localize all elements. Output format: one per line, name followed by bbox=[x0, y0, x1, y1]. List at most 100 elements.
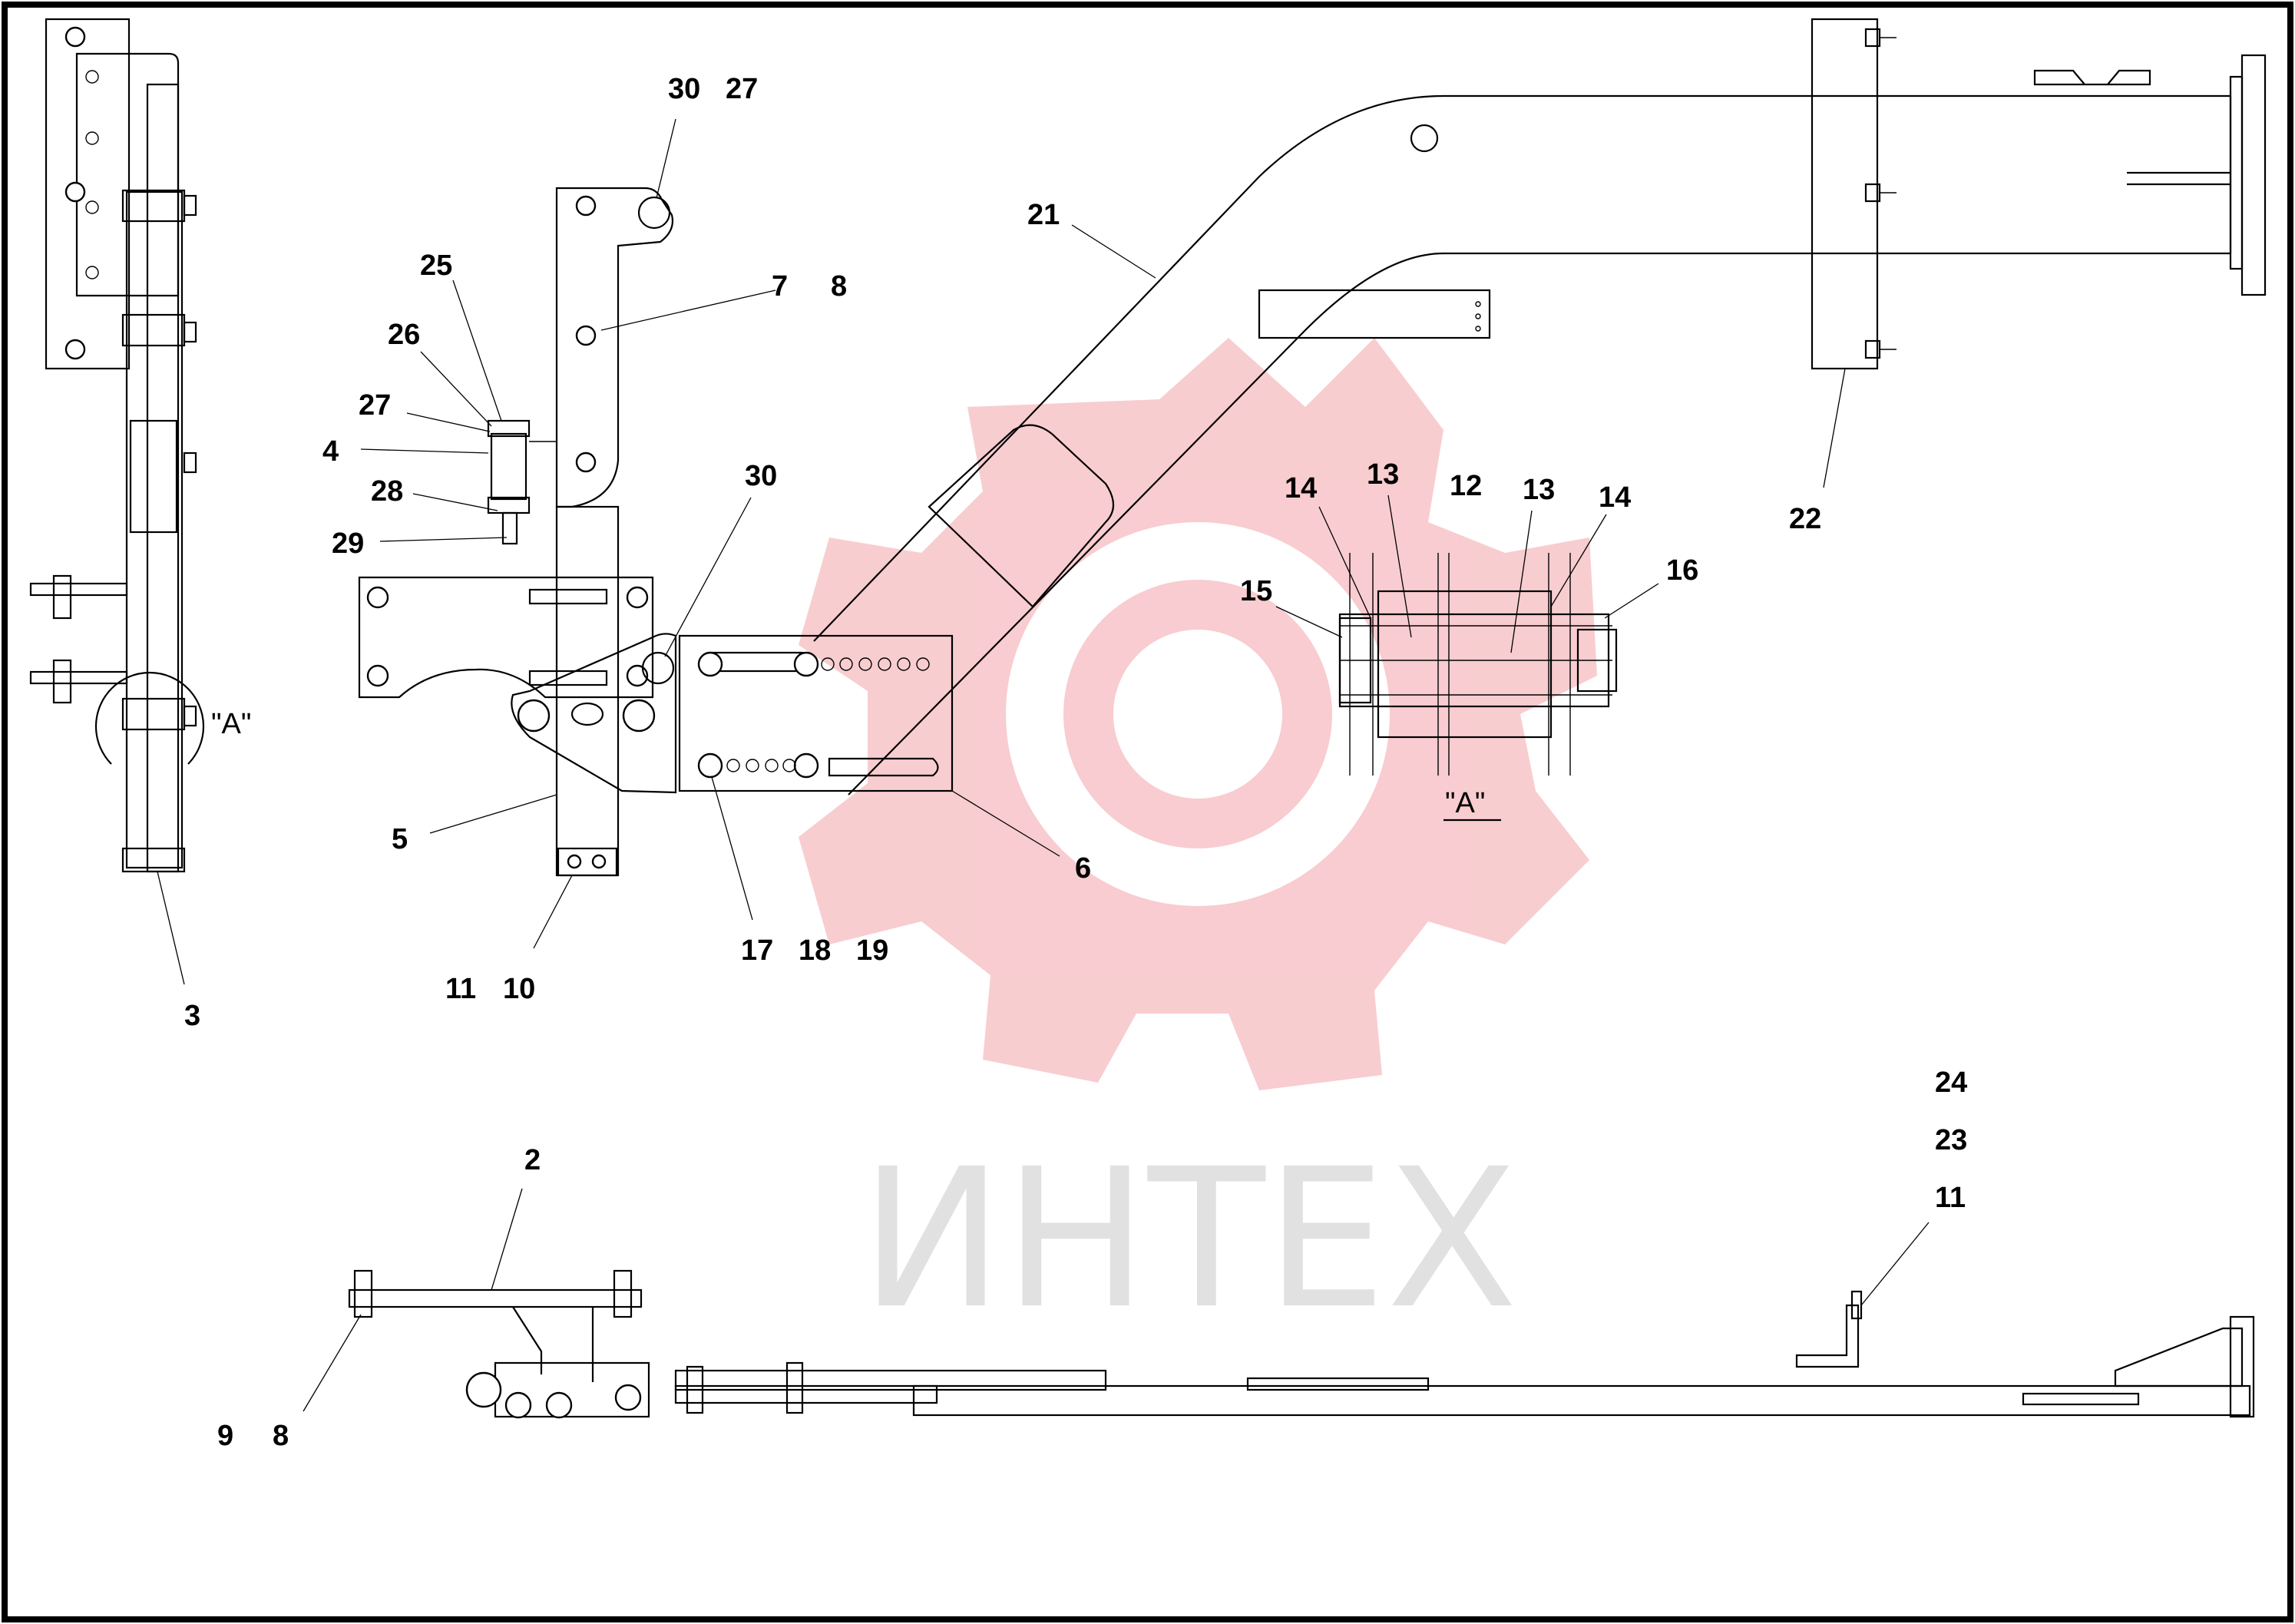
callout-22: 22 bbox=[1789, 503, 1821, 535]
side-block bbox=[129, 419, 178, 534]
callout-14: 14 bbox=[1285, 472, 1317, 504]
side-view-3 bbox=[29, 18, 205, 873]
side-hole bbox=[85, 131, 99, 145]
arm-21 bbox=[813, 54, 2267, 795]
side-clamp bbox=[121, 847, 186, 873]
side-bolt bbox=[64, 339, 86, 360]
callout-14: 14 bbox=[1599, 481, 1631, 514]
side-bolt-stub bbox=[183, 321, 197, 343]
arm-21-plate-rivet bbox=[1475, 313, 1481, 319]
arm-21-outer-edge bbox=[813, 94, 2231, 642]
callout-27: 27 bbox=[726, 73, 758, 105]
cross-plate-bolt bbox=[366, 664, 389, 687]
side-bolt-stub bbox=[183, 705, 197, 727]
callout-7: 7 bbox=[772, 270, 788, 303]
adjust-plate-6-bolt bbox=[697, 752, 723, 779]
adjust-plate-6-slot bbox=[828, 757, 939, 777]
spring-assembly bbox=[487, 419, 557, 545]
side-clamp bbox=[121, 189, 186, 223]
arm-21-plate-rivet bbox=[1475, 301, 1481, 307]
spring-cap bbox=[487, 419, 531, 438]
side-channel bbox=[125, 190, 184, 869]
callout-11: 11 bbox=[1935, 1182, 1966, 1214]
link-plate-nut bbox=[622, 699, 656, 733]
plan-plate-2-bolt bbox=[353, 1269, 373, 1318]
cross-plate-slot bbox=[528, 670, 608, 686]
callout-26: 26 bbox=[388, 319, 420, 351]
plan-hub-nut bbox=[614, 1384, 642, 1411]
callout-12: 12 bbox=[1450, 470, 1482, 502]
callout-2: 2 bbox=[524, 1144, 541, 1176]
plan-hub-nut bbox=[465, 1371, 502, 1408]
link-plate-pin bbox=[641, 651, 675, 685]
section-a-body bbox=[1377, 590, 1553, 739]
arm-21-inner-edge bbox=[848, 252, 2231, 795]
callout-13: 13 bbox=[1367, 458, 1399, 491]
plan-hub-nut bbox=[545, 1391, 573, 1419]
callout-11: 11 bbox=[445, 973, 476, 1005]
link-plate-nut bbox=[517, 699, 551, 733]
side-clamp bbox=[121, 313, 186, 347]
bracket-5-outline bbox=[555, 187, 674, 508]
arm-21-plate bbox=[1258, 289, 1491, 339]
watermark-gear-core bbox=[1113, 630, 1282, 799]
side-plate bbox=[45, 18, 131, 370]
callout-15: 15 bbox=[1240, 575, 1272, 607]
plan-support bbox=[512, 1306, 543, 1374]
section-a-title: "A" bbox=[1445, 787, 1485, 819]
bracket-5-lower-post bbox=[555, 505, 620, 877]
adjust-plate-6-bolt bbox=[793, 752, 819, 779]
callout-30: 30 bbox=[668, 73, 700, 105]
leader-lines bbox=[157, 118, 1930, 1412]
cross-plate-bolt bbox=[366, 586, 389, 609]
plate-22-body bbox=[1811, 18, 1879, 370]
side-shaft bbox=[146, 83, 180, 873]
side-hole bbox=[85, 266, 99, 279]
callout-16: 16 bbox=[1666, 554, 1698, 587]
plan-hook bbox=[1795, 1304, 1860, 1368]
side-arm-head bbox=[52, 659, 72, 704]
plan-rack-bolt bbox=[686, 1365, 704, 1414]
arm-21-end-flange bbox=[2240, 54, 2267, 296]
arm-21-hole bbox=[1410, 124, 1439, 153]
callout-10: 10 bbox=[503, 973, 535, 1005]
plan-plate-2 bbox=[348, 1288, 643, 1308]
callout-6: 6 bbox=[1075, 852, 1091, 885]
bracket-5-bolt bbox=[575, 325, 597, 346]
side-clamp bbox=[121, 697, 186, 731]
callout-28: 28 bbox=[371, 475, 403, 508]
callout-19: 19 bbox=[856, 934, 888, 967]
callout-23: 23 bbox=[1935, 1124, 1967, 1156]
adjust-plate-6-bolt bbox=[793, 651, 819, 677]
bracket-5 bbox=[555, 187, 674, 877]
cross-plate-slot bbox=[528, 588, 608, 605]
side-arm bbox=[29, 670, 128, 685]
callout-13: 13 bbox=[1523, 474, 1555, 506]
spring-rod bbox=[501, 511, 518, 545]
plan-hub-nut bbox=[504, 1391, 532, 1419]
callout-5: 5 bbox=[392, 823, 408, 855]
adjust-plate-6-bolt bbox=[697, 651, 723, 677]
plate-22-bolts bbox=[1864, 28, 1897, 359]
callout-25: 25 bbox=[420, 250, 452, 282]
side-bolt bbox=[64, 181, 86, 203]
bracket-5-foot-bolt bbox=[591, 854, 607, 869]
adjust-plate-6-holes bbox=[726, 657, 930, 772]
arm-21-top-bracket bbox=[2033, 69, 2151, 86]
side-bolt-stub bbox=[183, 451, 197, 474]
watermark-text: ИНТЕХ bbox=[860, 1127, 1518, 1351]
callout-4: 4 bbox=[322, 435, 339, 468]
callout-18: 18 bbox=[799, 934, 831, 967]
plan-end-flange bbox=[2229, 1315, 2255, 1418]
callout-8: 8 bbox=[273, 1420, 289, 1452]
bracket-5-bolt bbox=[575, 195, 597, 217]
side-bolt bbox=[64, 26, 86, 48]
callout-3: 3 bbox=[184, 1000, 200, 1032]
adjust-plate-6 bbox=[678, 634, 954, 792]
bracket-5-foot bbox=[557, 847, 618, 877]
side-hole bbox=[85, 200, 99, 214]
side-hole bbox=[85, 70, 99, 84]
callout-30: 30 bbox=[745, 460, 777, 492]
